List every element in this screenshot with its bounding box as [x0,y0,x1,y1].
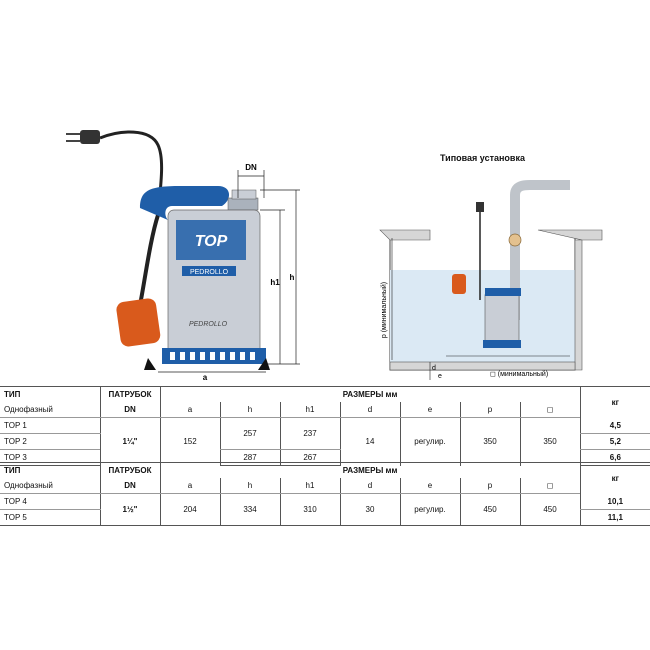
cell-kg: 11,1 [579,509,650,526]
installation-title: Типовая установка [440,153,525,163]
cell-kg: 5,2 [579,433,650,450]
cell-e: регулир. [399,417,460,466]
col-kg: кг [579,462,650,494]
sub-h1: h1 [279,478,340,494]
plug-icon-small [476,202,484,212]
cell-h1: 237 [279,417,340,450]
cell-e: регулир. [399,493,460,526]
phase-label: Однофазный [0,478,100,494]
logo-text: PEDROLLO [190,269,229,276]
table-row: TOP 2 [0,433,100,450]
col-kg: кг [579,386,650,418]
col-outlet: ПАТРУБОК [99,462,160,478]
sub-p: p [459,402,520,418]
cell-p: 350 [459,417,520,466]
cell-h: 334 [219,493,280,526]
sub-e: e [399,478,460,494]
phase-label: Однофазный [0,402,100,418]
sub-d: d [339,402,400,418]
plug-icon [80,130,100,144]
sub-a: a [159,402,220,418]
sub-sq: ◻ [519,402,581,418]
cell-a: 152 [159,417,220,466]
sub-d: d [339,478,400,494]
cell-kg: 4,5 [579,417,650,434]
sub-dn: DN [99,478,160,494]
cell-h1: 310 [279,493,340,526]
float-switch-icon-small [452,274,466,294]
col-type: ТИП [0,386,100,402]
cell-dn: 1¼" [99,417,160,466]
col-outlet: ПАТРУБОК [99,386,160,402]
cell-d: 14 [339,417,400,466]
sub-h1: h1 [279,402,340,418]
installation-drawing: p (минимальный) d e ◻ (минимальный) [379,180,603,380]
cell-sq: 450 [519,493,581,526]
table-row: TOP 5 [0,509,100,526]
sub-h: h [219,478,280,494]
cell-a: 204 [159,493,220,526]
col-dims: РАЗМЕРЫ мм [342,466,398,475]
cell-sq: 350 [519,417,581,466]
cell-dn: 1½" [99,493,160,526]
pump-drawing: TOP PEDROLLO PEDROLLO DN h1 h a [66,130,300,382]
sub-dn: DN [99,402,160,418]
sub-a: a [159,478,220,494]
specs-table-2: ТИП ПАТРУБОК РАЗМЕРЫ мм кг Однофазный DN… [0,462,650,526]
label-area-min: ◻ (минимальный) [490,370,548,378]
dim-h-label: h [290,273,295,282]
top-brand-text: TOP [195,233,228,250]
logo-text-lower: PEDROLLO [189,321,228,328]
cell-p: 450 [459,493,520,526]
sub-e: e [399,402,460,418]
cell-d: 30 [339,493,400,526]
dim-dn-label: DN [245,163,257,172]
table-row: TOP 4 [0,493,100,510]
col-type: ТИП [0,462,100,478]
sub-h: h [219,402,280,418]
cell-h: 257 [219,417,280,450]
label-e: e [438,373,442,380]
sub-sq: ◻ [519,478,581,494]
label-p-min: p (минимальный) [380,282,388,338]
sub-p: p [459,478,520,494]
specs-table-1: ТИП ПАТРУБОК РАЗМЕРЫ мм кг Однофазный DN… [0,386,650,466]
dim-a-label: a [203,373,208,382]
float-switch-icon [116,298,161,347]
table-row: TOP 1 [0,417,100,434]
dim-h1-label: h1 [270,278,280,287]
cell-kg: 10,1 [579,493,650,510]
label-d: d [432,365,436,372]
col-dims: РАЗМЕРЫ мм [342,390,398,399]
